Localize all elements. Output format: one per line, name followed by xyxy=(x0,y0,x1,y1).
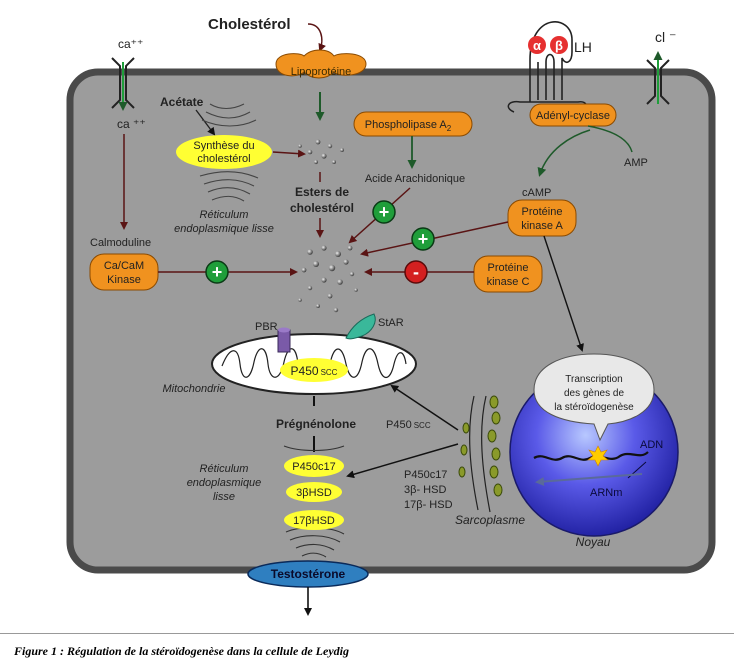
transcription-spark-icon xyxy=(587,445,609,467)
adn-label: ADN xyxy=(640,439,663,451)
hsd3-ellipse xyxy=(286,482,342,502)
figure-caption: Figure 1 : Régulation de la stéroïdogenè… xyxy=(14,644,349,658)
sarcoplasme-label: Sarcoplasme xyxy=(455,513,525,527)
hsd17-ellipse xyxy=(284,510,344,530)
pkc-line2: kinase C xyxy=(487,276,530,288)
caption-rule xyxy=(0,633,734,634)
cl-label: cl ⁻ xyxy=(655,29,676,45)
lh-label: LH xyxy=(574,39,592,55)
reticulum-bottom-line1: Réticulum xyxy=(200,463,249,475)
pbr-label: PBR xyxy=(255,321,278,333)
pregnenolone-label: Prégnénolone xyxy=(276,417,356,431)
cacam-line2: Kinase xyxy=(107,274,141,286)
ca-out-label: ca⁺⁺ xyxy=(118,37,143,51)
chloride-channel xyxy=(646,51,670,105)
arnm-label: ARNm xyxy=(590,487,622,499)
transcription-line1: Transcription xyxy=(565,374,622,385)
pkc-box xyxy=(473,255,543,293)
reticulum-bottom-line2: endoplasmique xyxy=(187,477,262,489)
minus-sign-pkc: - xyxy=(413,262,419,282)
reticulum-top-line2: endoplasmique lisse xyxy=(174,223,274,235)
synthese-line2: cholestérol xyxy=(197,153,250,165)
transcription-line3: la stéroïdogenèse xyxy=(554,402,634,413)
lh-beta-subunit xyxy=(550,36,568,54)
pka-line1: Protéine xyxy=(522,206,563,218)
plus-sign-arachidonic: + xyxy=(379,202,390,222)
calmoduline-label: Calmoduline xyxy=(90,237,151,249)
plus-marker-arachidonic xyxy=(372,200,396,224)
acetate-label: Acétate xyxy=(160,95,204,109)
plus-marker-cacam xyxy=(205,260,229,284)
phospholipase-box xyxy=(353,111,473,137)
transcription-bubble xyxy=(533,353,655,442)
ca-in-label: ca ⁺⁺ xyxy=(117,117,146,131)
plus-sign-cacam: + xyxy=(212,262,223,282)
transcription-line2: des gènes de xyxy=(564,388,624,399)
star-protein xyxy=(345,313,376,340)
side-3b-hsd-label: 3β- HSD xyxy=(404,484,446,496)
pkc-line1: Protéine xyxy=(488,262,529,274)
adenyl-cyclase-label: Adényl-cyclase xyxy=(536,110,610,122)
cholesterol-label: Cholestérol xyxy=(208,16,291,33)
esters-line1: Esters de xyxy=(295,185,349,199)
noyau-label: Noyau xyxy=(576,535,611,549)
cholesterol-droplets-top xyxy=(298,139,344,165)
minus-marker-pkc xyxy=(404,260,428,284)
calcium-channel xyxy=(111,57,135,111)
cholesterol-synthesis-ellipse xyxy=(176,135,272,169)
mitochondrie-label: Mitochondrie xyxy=(163,383,226,395)
pbr-receptor xyxy=(277,329,291,353)
pka-line2: kinase A xyxy=(521,220,563,232)
p450c17-ellipse xyxy=(284,455,344,477)
lipoproteine-label: Lipoprotéine xyxy=(291,66,352,78)
acide-arachidonique-label: Acide Arachidonique xyxy=(365,173,465,185)
cholesterol-droplets-center xyxy=(298,245,358,313)
lipoproteine-shape xyxy=(275,49,367,79)
dna-strand xyxy=(533,451,649,461)
reticulum-top-line1: Réticulum xyxy=(200,209,249,221)
reticulum-bottom-line3: lisse xyxy=(213,491,235,503)
testosterone-label: Testostérone xyxy=(271,567,346,581)
hsd3-label: 3βHSD xyxy=(296,487,332,499)
adenyl-cyclase-box xyxy=(529,103,617,127)
esters-line2: cholestérol xyxy=(290,201,354,215)
synthese-line1: Synthèse du xyxy=(193,140,254,152)
pka-box xyxy=(507,199,577,237)
plus-sign-pka: + xyxy=(418,229,429,249)
side-17b-hsd-label: 17β- HSD xyxy=(404,499,453,511)
phospholipase-label: Phospholipase A2 xyxy=(365,119,452,133)
p450c17-label: P450c17 xyxy=(292,461,335,473)
lh-alpha-subunit xyxy=(528,36,546,54)
alpha-label: α xyxy=(533,38,541,53)
p450scc-ellipse xyxy=(280,358,348,382)
camp-label: cAMP xyxy=(522,187,551,199)
amp-label: AMP xyxy=(624,157,648,169)
hsd17-label: 17βHSD xyxy=(293,515,335,527)
star-label: StAR xyxy=(378,317,404,329)
plus-marker-pka xyxy=(411,227,435,251)
cacam-line1: Ca/CaM xyxy=(104,260,144,272)
sarcoplasm-illustration xyxy=(458,395,503,513)
beta-label: β xyxy=(555,38,563,53)
er-top-illustration xyxy=(199,103,259,202)
side-p450c17-label: P450c17 xyxy=(404,469,447,481)
